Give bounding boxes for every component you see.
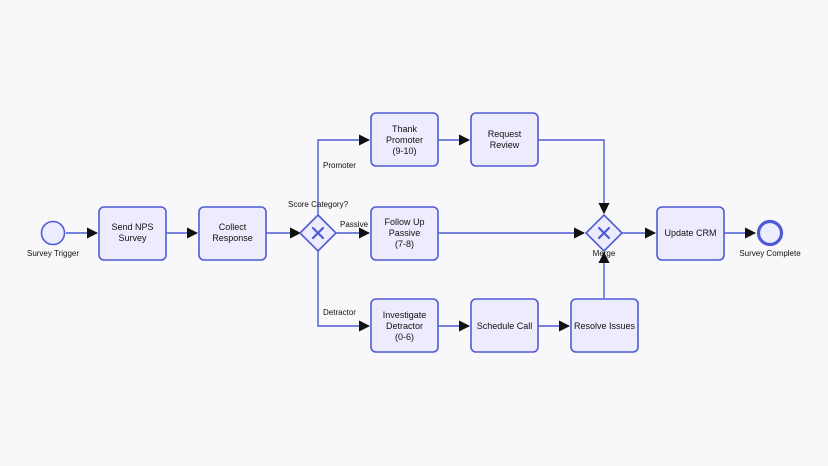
task-label-line: Update CRM: [664, 228, 716, 238]
end-event-label: Survey Complete: [739, 249, 801, 258]
task-follow-up-passive: Follow Up Passive (7-8): [370, 206, 439, 261]
exclusive-x-icon: [597, 226, 611, 240]
task-label-line: Promoter: [386, 135, 423, 145]
task-label-line: Follow Up: [384, 217, 424, 227]
task-label-line: Survey: [118, 233, 147, 243]
task-collect-response: Collect Response: [198, 206, 267, 261]
task-schedule-call: Schedule Call: [470, 298, 539, 353]
task-label-line: Passive: [389, 228, 421, 238]
task-label-line: Detractor: [386, 321, 423, 331]
start-event-label: Survey Trigger: [27, 249, 79, 258]
exclusive-x-icon: [311, 226, 325, 240]
task-label-line: Schedule Call: [477, 321, 533, 331]
task-label-line: Review: [490, 140, 520, 150]
task-label-line: (7-8): [395, 239, 414, 249]
task-label-line: Thank: [392, 124, 418, 134]
edge-label-passive: Passive: [340, 220, 369, 229]
gateway-merge-label: Merge: [593, 249, 616, 258]
task-label-line: Resolve Issues: [574, 321, 636, 331]
edges: [66, 134, 757, 332]
start-event: [40, 220, 66, 246]
task-label-line: (9-10): [392, 146, 416, 156]
edge-label-detractor: Detractor: [323, 308, 356, 317]
task-label-line: Send NPS: [111, 222, 153, 232]
gateway-merge: [584, 213, 624, 253]
task-send-nps-survey: Send NPS Survey: [98, 206, 167, 261]
edge-promoter: [317, 134, 371, 215]
task-resolve-issues: Resolve Issues: [570, 298, 639, 353]
task-request-review: Request Review: [470, 112, 539, 167]
task-label-line: Response: [212, 233, 253, 243]
gateway-score-category-label: Score Category?: [288, 200, 349, 209]
task-thank-promoter: Thank Promoter (9-10): [370, 112, 439, 167]
gateway-score-category: [298, 213, 338, 253]
edge-detractor: [317, 251, 371, 332]
end-event: [756, 219, 784, 247]
task-investigate-detractor: Investigate Detractor (0-6): [370, 298, 439, 353]
edge-label-promoter: Promoter: [323, 161, 356, 170]
edge-review-to-merge: [538, 139, 610, 215]
task-label-line: Collect: [219, 222, 247, 232]
task-label-line: (0-6): [395, 332, 414, 342]
task-update-crm: Update CRM: [656, 206, 725, 261]
task-label-line: Request: [488, 129, 522, 139]
task-label-line: Investigate: [383, 310, 427, 320]
